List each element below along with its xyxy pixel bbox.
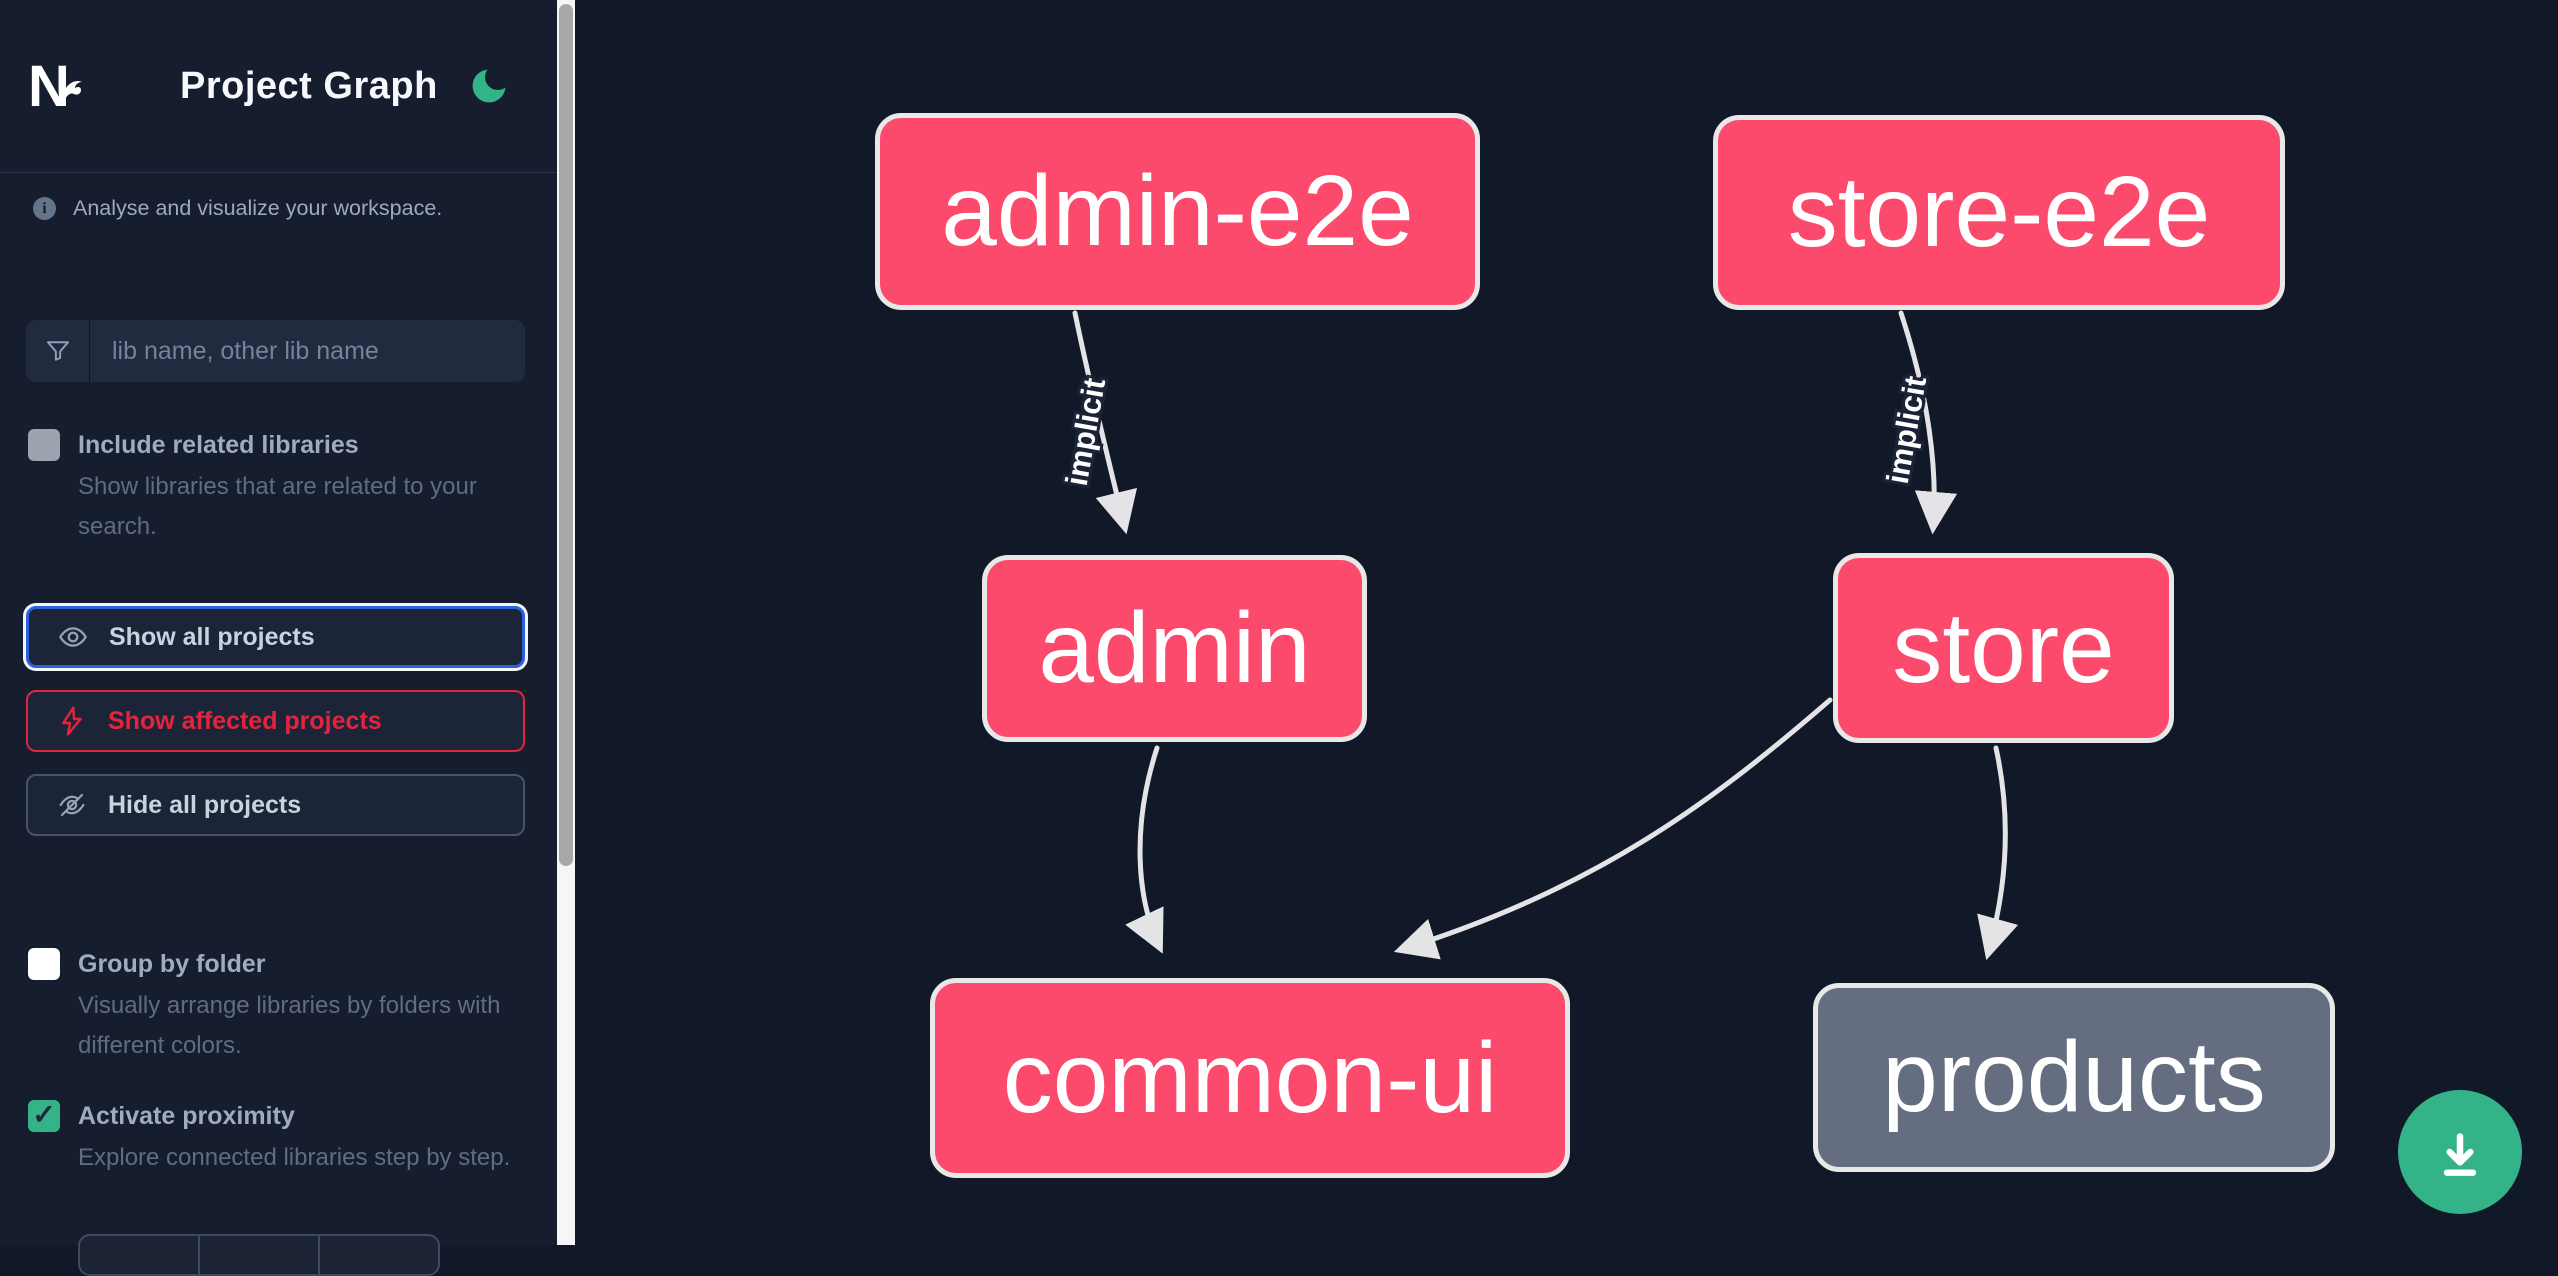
page-title: Project Graph	[180, 64, 438, 107]
activate-proximity-option: Activate proximity Explore connected lib…	[28, 1096, 544, 1178]
node-products[interactable]: products	[1813, 983, 2335, 1172]
node-admin[interactable]: admin	[982, 555, 1367, 742]
node-store-label: store	[1892, 591, 2115, 704]
node-common-ui[interactable]: common-ui	[930, 978, 1570, 1178]
hide-all-projects-button[interactable]: Hide all projects	[26, 774, 525, 836]
activate-proximity-description: Explore connected libraries step by step…	[78, 1144, 511, 1171]
sidebar: N Project Graph i Analyse and visualize …	[0, 0, 558, 1276]
svg-text:N: N	[30, 56, 66, 116]
sidebar-header: N Project Graph	[0, 0, 558, 173]
group-by-folder-checkbox[interactable]	[28, 948, 60, 980]
node-admin-e2e-label: admin-e2e	[941, 155, 1414, 267]
node-common-ui-label: common-ui	[1002, 1021, 1498, 1134]
node-store-e2e-label: store-e2e	[1787, 156, 2211, 268]
depth-decrement-button[interactable]	[80, 1236, 200, 1274]
download-graph-button[interactable]	[2398, 1090, 2522, 1214]
show-all-projects-button[interactable]: Show all projects	[26, 606, 525, 668]
include-related-label: Include related libraries	[78, 431, 359, 459]
funnel-filter-icon	[26, 320, 90, 382]
tagline-text: Analyse and visualize your workspace.	[73, 196, 443, 220]
show-affected-projects-label: Show affected projects	[108, 706, 382, 735]
sidebar-scrollbar-thumb[interactable]	[559, 4, 573, 866]
hide-all-projects-label: Hide all projects	[108, 790, 302, 819]
node-store[interactable]: store	[1833, 553, 2174, 743]
search-input[interactable]	[90, 320, 525, 382]
activate-proximity-label: Activate proximity	[78, 1102, 295, 1130]
depth-increment-button[interactable]	[320, 1236, 438, 1274]
node-store-e2e[interactable]: store-e2e	[1713, 115, 2285, 310]
node-products-label: products	[1882, 1021, 2266, 1133]
include-related-option: Include related libraries Show libraries…	[28, 425, 530, 547]
show-all-projects-label: Show all projects	[109, 622, 315, 651]
info-icon: i	[33, 197, 56, 220]
include-related-checkbox[interactable]	[28, 429, 60, 461]
eye-icon	[57, 621, 89, 653]
group-by-folder-description: Visually arrange libraries by folders wi…	[78, 992, 501, 1059]
depth-value	[200, 1236, 320, 1274]
download-icon	[2443, 1133, 2477, 1176]
moon-icon	[472, 69, 506, 103]
proximity-depth-control	[78, 1234, 440, 1276]
group-by-folder-label: Group by folder	[78, 950, 266, 978]
node-admin-label: admin	[1038, 592, 1311, 704]
include-related-description: Show libraries that are related to your …	[78, 473, 477, 540]
filter-search-box	[26, 320, 525, 382]
theme-toggle-button[interactable]	[464, 61, 514, 111]
show-affected-projects-button[interactable]: Show affected projects	[26, 690, 525, 752]
sidebar-scrollbar-track	[557, 0, 575, 1245]
activate-proximity-checkbox[interactable]	[28, 1100, 60, 1132]
eye-off-icon	[56, 789, 88, 821]
node-admin-e2e[interactable]: admin-e2e	[875, 113, 1480, 310]
nx-logo-icon: N	[30, 56, 82, 116]
workspace-tagline: i Analyse and visualize your workspace.	[33, 196, 442, 221]
lightning-bolt-icon	[56, 705, 88, 737]
group-by-folder-option: Group by folder Visually arrange librari…	[28, 944, 506, 1066]
